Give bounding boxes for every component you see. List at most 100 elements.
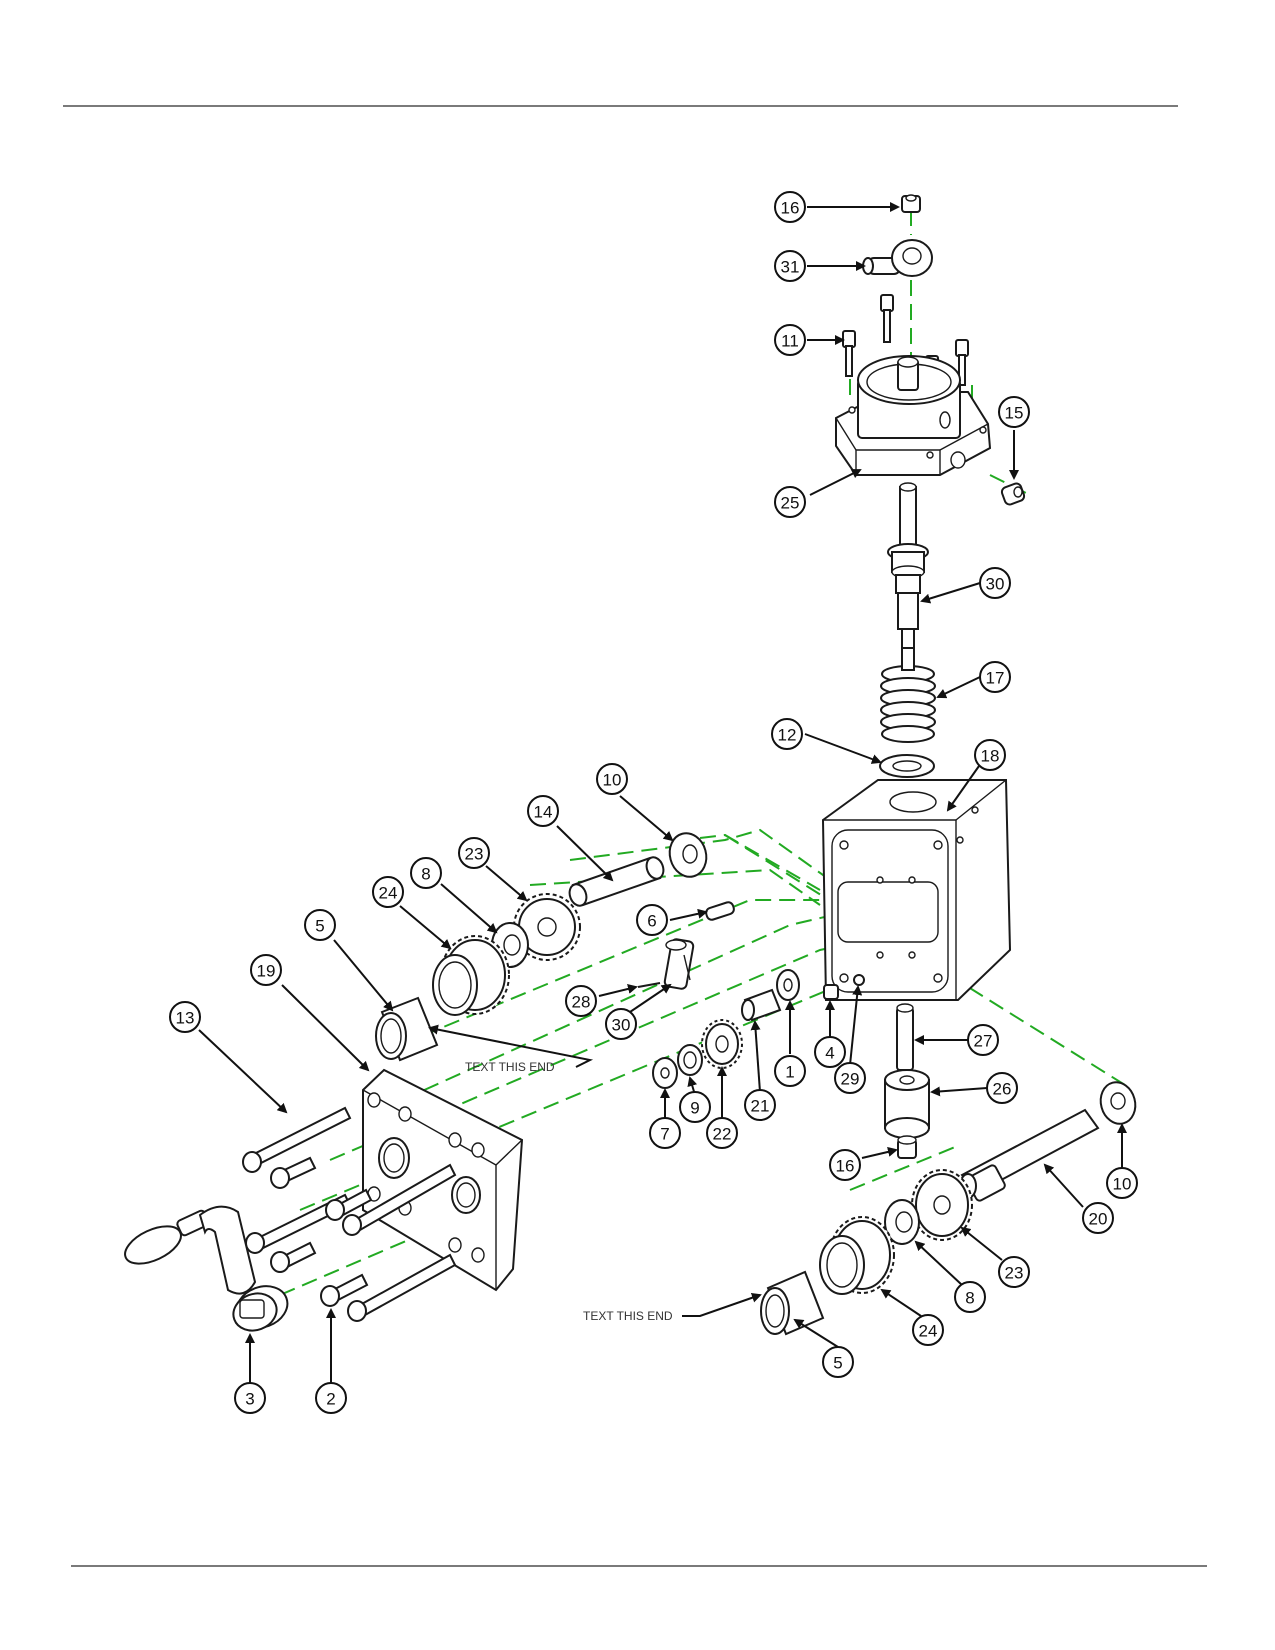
callout-circle (304, 909, 336, 941)
nut-4 (823, 984, 839, 1000)
callout-5: 5 (304, 909, 336, 941)
pin-27 (896, 1003, 914, 1071)
callout-circle (706, 1117, 738, 1149)
callout-circle (979, 661, 1011, 693)
callout-10: 10 (596, 763, 628, 795)
callout-circle (912, 1314, 944, 1346)
callout-circle (605, 1008, 637, 1040)
callout-24: 24 (912, 1314, 944, 1346)
callout-circle (774, 191, 806, 223)
callout-circle (1082, 1202, 1114, 1234)
callout-circle (979, 567, 1011, 599)
callout-25: 25 (774, 486, 806, 518)
shaft-14 (568, 856, 665, 907)
pin-6 (705, 901, 735, 921)
washer-12 (879, 754, 935, 778)
callout-12: 12 (771, 718, 803, 750)
callout-number: 21 (751, 1097, 770, 1116)
washer-10-upper (668, 832, 708, 878)
callout-circle (744, 1089, 776, 1121)
text-this-end-note-lower: TEXT THIS END (583, 1309, 673, 1323)
callout-circle (649, 1117, 681, 1149)
callout-number: 30 (986, 575, 1005, 594)
callout-number: 2 (326, 1390, 335, 1409)
callout-number: 12 (778, 726, 797, 745)
bearing-9 (677, 1044, 703, 1076)
callout-28: 28 (565, 985, 597, 1017)
gear-23-lower (911, 1169, 973, 1241)
callout-9: 9 (679, 1091, 711, 1123)
bearing-5-lower (760, 1270, 825, 1336)
callout-circle (954, 1281, 986, 1313)
cap-screws-13 (242, 1106, 457, 1273)
shaft-21 (741, 988, 782, 1022)
callout-circle (774, 486, 806, 518)
callout-number: 6 (647, 912, 656, 931)
callout-number: 29 (841, 1070, 860, 1089)
callout-23: 23 (998, 1256, 1030, 1288)
callout-number: 3 (245, 1390, 254, 1409)
callout-circle (1106, 1167, 1138, 1199)
callout-number: 7 (660, 1125, 669, 1144)
callout-19: 19 (250, 954, 282, 986)
washer-10-lower (1099, 1081, 1137, 1125)
callout-circle (829, 1149, 861, 1181)
callout-number: 15 (1005, 404, 1024, 423)
socket-set-screw-16-top (901, 194, 921, 213)
callout-15: 15 (998, 396, 1030, 428)
callout-circle (998, 1256, 1030, 1288)
set-screw-15 (1000, 482, 1026, 506)
callout-circle (774, 324, 806, 356)
callout-1: 1 (774, 1055, 806, 1087)
callout-circle (814, 1036, 846, 1068)
callout-circle (834, 1062, 866, 1094)
callout-number: 14 (534, 803, 553, 822)
callout-number: 9 (690, 1099, 699, 1118)
callout-10: 10 (1106, 1167, 1138, 1199)
callout-circle (967, 1024, 999, 1056)
callout-number: 11 (781, 332, 799, 351)
callout-circle (410, 857, 442, 889)
callout-30: 30 (979, 567, 1011, 599)
callout-16: 16 (829, 1149, 861, 1181)
spring-17 (880, 647, 936, 743)
callout-circle (596, 763, 628, 795)
callout-number: 27 (974, 1032, 993, 1051)
gear-23-upper (513, 893, 581, 961)
shaft-20 (959, 1108, 1100, 1202)
callout-13: 13 (169, 1001, 201, 1033)
callout-circle (679, 1091, 711, 1123)
gear-22 (701, 1019, 743, 1069)
callout-circle (169, 1001, 201, 1033)
callout-number: 8 (421, 865, 430, 884)
set-screw-16-lower (897, 1135, 917, 1159)
plunger-30-top (887, 482, 929, 663)
callout-number: 16 (836, 1157, 855, 1176)
pin-28 (637, 982, 661, 988)
callout-number: 4 (825, 1044, 834, 1063)
callout-number: 31 (781, 258, 800, 277)
callout-circle (986, 1072, 1018, 1104)
banjo-fitting-31 (862, 239, 933, 277)
leader-lines (198, 202, 1127, 1384)
callout-18: 18 (974, 739, 1006, 771)
callout-11: 11 (774, 324, 806, 356)
callout-circle (250, 954, 282, 986)
block-30 (663, 938, 695, 990)
callout-number: 23 (465, 845, 484, 864)
callout-number: 22 (713, 1125, 732, 1144)
callout-22: 22 (706, 1117, 738, 1149)
callout-8: 8 (954, 1281, 986, 1313)
callout-number: 25 (781, 494, 800, 513)
callout-number: 23 (1005, 1264, 1024, 1283)
callout-number: 10 (603, 771, 622, 790)
callout-circle (234, 1382, 266, 1414)
callout-circle (315, 1382, 347, 1414)
callout-bubbles: 1631111525301712181014238246519283013429… (169, 191, 1138, 1414)
callout-number: 13 (176, 1009, 195, 1028)
callout-number: 30 (612, 1016, 631, 1035)
callout-24: 24 (372, 876, 404, 908)
callout-8: 8 (410, 857, 442, 889)
callout-6: 6 (636, 904, 668, 936)
callout-number: 16 (781, 199, 800, 218)
